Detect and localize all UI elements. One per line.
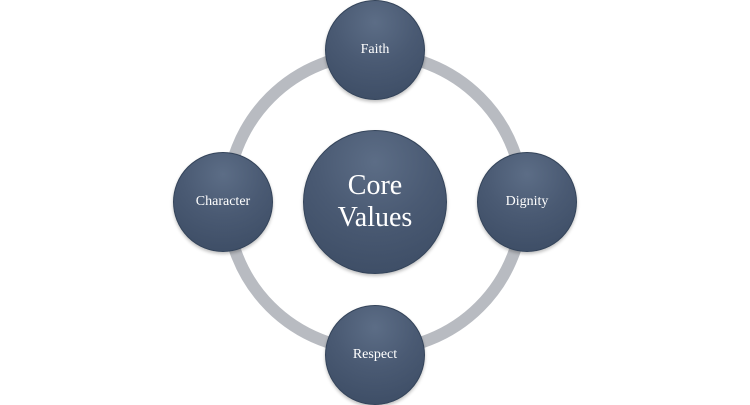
node-respect-label: Respect	[352, 347, 398, 362]
center-node-core-values: Core Values	[303, 130, 447, 274]
node-faith-label: Faith	[360, 42, 390, 57]
center-label-line-1: Core	[347, 170, 403, 201]
node-character: Character	[173, 152, 273, 252]
center-label-line-2: Values	[337, 202, 413, 233]
node-dignity-label: Dignity	[505, 194, 549, 209]
center-label: Core Values	[338, 170, 413, 234]
node-respect: Respect	[325, 305, 425, 405]
node-character-label: Character	[195, 194, 251, 209]
node-faith: Faith	[325, 0, 425, 100]
node-dignity: Dignity	[477, 152, 577, 252]
